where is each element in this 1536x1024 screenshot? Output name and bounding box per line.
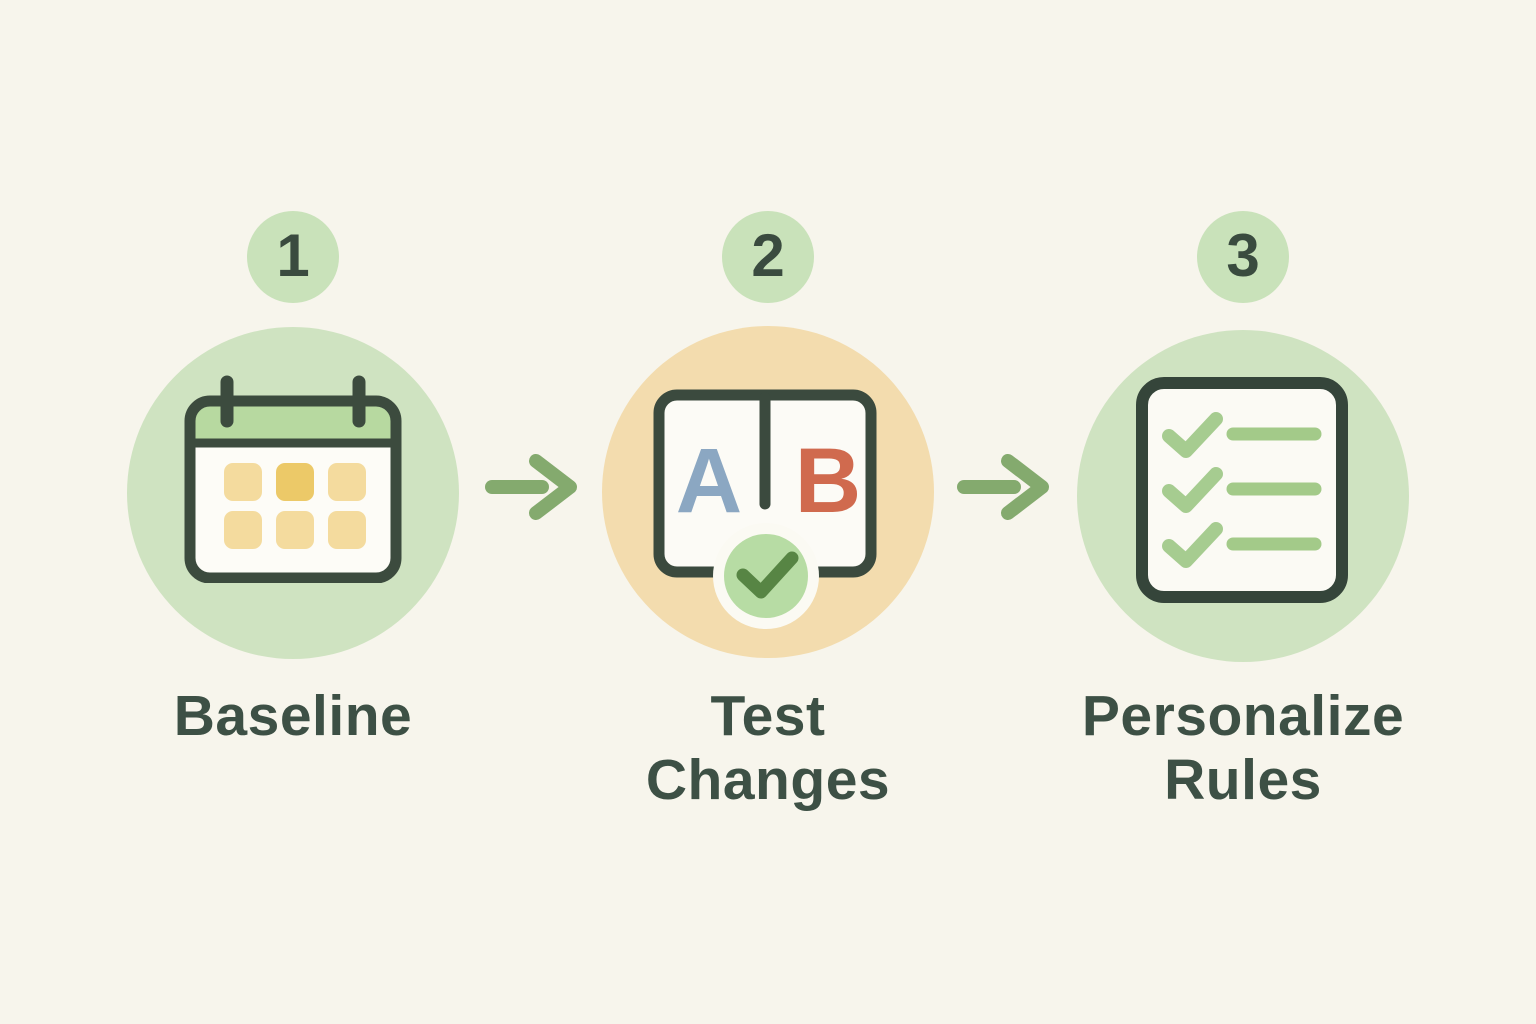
ab-test-icon: A B	[653, 389, 877, 629]
arrow-right-icon	[485, 454, 577, 520]
step-2-label-line2: Changes	[645, 748, 891, 812]
variant-b-letter: B	[795, 430, 861, 532]
step-1-number-badge: 1	[247, 211, 339, 303]
step-3-label: Personalize Rules	[1003, 684, 1483, 812]
step-3-label-line1: Personalize	[1081, 684, 1405, 748]
variant-a-letter: A	[676, 430, 742, 532]
arrow-right-icon	[957, 454, 1049, 520]
step-1-number: 1	[276, 222, 310, 289]
step-2-number: 2	[751, 222, 785, 289]
checklist-icon	[1136, 377, 1348, 603]
step-2-number-badge: 2	[722, 211, 814, 303]
step-1-label-line1: Baseline	[173, 684, 413, 748]
step-2-label-line1: Test	[710, 684, 826, 748]
step-1-label: Baseline	[53, 684, 533, 748]
step-2-label: Test Changes	[528, 684, 1008, 812]
check-circle-icon	[713, 523, 819, 629]
calendar-icon	[184, 375, 402, 583]
step-3-number-badge: 3	[1197, 211, 1289, 303]
step-3-label-line2: Rules	[1164, 748, 1322, 812]
step-3-number: 3	[1226, 222, 1260, 289]
